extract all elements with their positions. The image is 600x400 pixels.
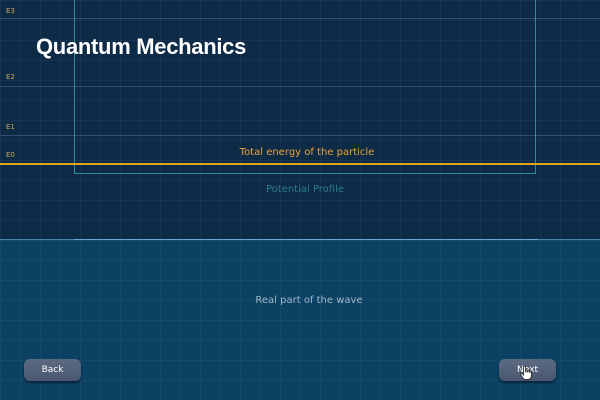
total-energy-line <box>0 163 600 165</box>
potential-profile-label: Potential Profile <box>265 184 345 195</box>
hand-pointer-icon <box>520 366 532 380</box>
level-label-e1: E1 <box>6 123 15 131</box>
wave-label: Real part of the wave <box>255 295 363 306</box>
wave-panel <box>0 240 600 400</box>
level-label-e3: E3 <box>6 7 15 15</box>
back-button[interactable]: Back <box>24 359 81 381</box>
potential-well-outline <box>74 0 536 174</box>
level-label-e0: E0 <box>6 151 15 159</box>
energy-diagram-panel: E3 E2 E1 E0 Quantum Mechanics Total ener… <box>0 0 600 240</box>
energy-label: Total energy of the particle <box>239 147 375 158</box>
page-title: Quantum Mechanics <box>36 34 247 59</box>
level-line-e3 <box>0 18 600 19</box>
level-line-e2 <box>0 86 600 87</box>
level-line-e1 <box>0 135 600 136</box>
level-label-e2: E2 <box>6 73 15 81</box>
